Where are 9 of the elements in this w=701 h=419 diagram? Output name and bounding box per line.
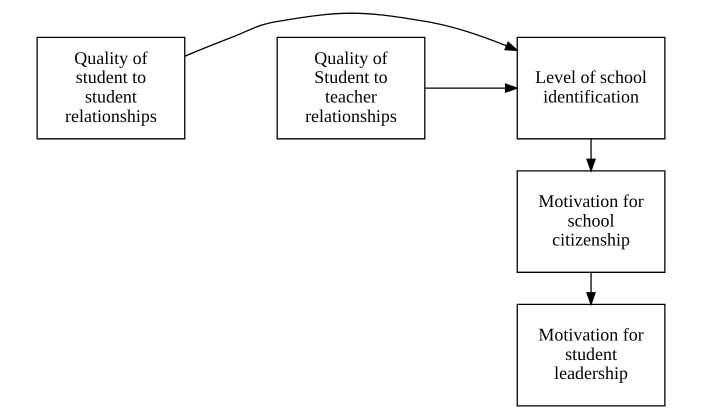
node-box: Quality of Student to teacher relationships (276, 36, 425, 140)
node-box: Quality of student to student relationships (36, 36, 185, 140)
arrow (586, 138, 596, 173)
arrow (184, 12, 518, 57)
arrow (586, 272, 596, 306)
arrow (424, 83, 519, 94)
node-box: Motivation for student leadership (516, 304, 665, 406)
node-box: Motivation for school citizenship (516, 170, 665, 273)
node-box: Level of school identification (516, 36, 665, 140)
